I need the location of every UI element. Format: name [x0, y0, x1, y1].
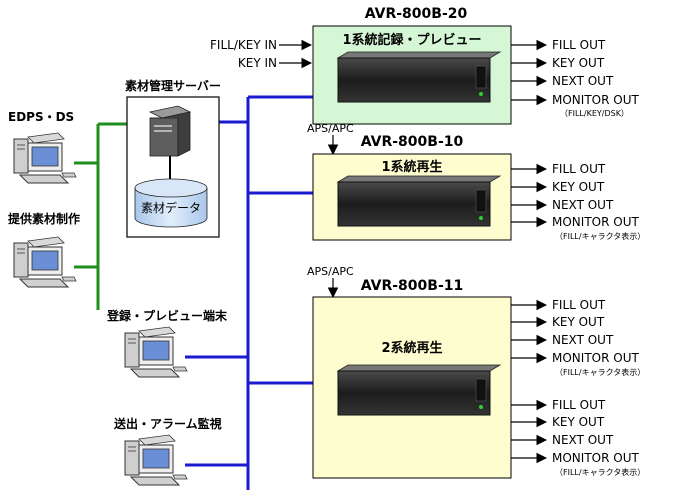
device2-output-4: MONITOR OUT	[552, 215, 639, 229]
device3-output-b1: FILL OUT	[552, 398, 606, 412]
device3-note-b: （FILL/キャラクタ表示）	[555, 467, 645, 477]
server-tower-icon	[148, 105, 192, 157]
terminal-edps-label: EDPS・DS	[8, 110, 74, 124]
server-label: 素材管理サーバー	[125, 78, 221, 93]
device2-role: 1系統再生	[381, 159, 442, 175]
device-avr-800b-10: APS/APC AVR-800B-10 1系統再生 FILL OUT KEY O…	[307, 122, 645, 241]
device2-control-label: APS/APC	[307, 122, 354, 135]
device1-rack-icon	[336, 51, 502, 103]
terminal-monitor: 送出・アラーム監視	[113, 416, 222, 486]
device3-output-arrows-b	[511, 399, 548, 464]
server-group: 素材管理サーバー 素材データ	[125, 78, 221, 238]
terminal-register: 登録・プレビュー端末	[106, 308, 228, 378]
device3-output-a3: NEXT OUT	[552, 333, 614, 347]
device1-input-2: KEY IN	[238, 56, 277, 70]
device3-output-arrows-a	[511, 299, 548, 364]
device1-note: （FILL/KEY/DSK）	[560, 109, 629, 118]
device2-output-1: FILL OUT	[552, 162, 606, 176]
storage-cylinder-icon	[134, 178, 208, 228]
device1-output-3: NEXT OUT	[552, 74, 614, 88]
device1-input-1: FILL/KEY IN	[210, 38, 277, 52]
device1-output-arrows	[511, 39, 548, 106]
device2-output-2: KEY OUT	[552, 180, 605, 194]
blue-network	[185, 95, 313, 490]
device-avr-800b-20: AVR-800B-20 1系統記録・プレビュー FILL/KEY IN KEY …	[210, 6, 639, 125]
device1-model: AVR-800B-20	[365, 6, 468, 22]
device3-output-a1: FILL OUT	[552, 298, 606, 312]
device1-output-4: MONITOR OUT	[552, 93, 639, 107]
green-network	[74, 122, 127, 310]
pc-icon	[13, 236, 77, 288]
device-avr-800b-11: APS/APC AVR-800B-11 2系統再生 FILL OUT KEY O…	[307, 265, 645, 479]
terminal-monitor-label: 送出・アラーム監視	[113, 416, 222, 431]
terminal-supply-label: 提供素材制作	[8, 211, 80, 226]
device2-rack-icon	[336, 175, 502, 227]
device3-output-b4: MONITOR OUT	[552, 451, 639, 465]
device2-output-3: NEXT OUT	[552, 198, 614, 212]
device1-output-2: KEY OUT	[552, 56, 605, 70]
pc-icon	[13, 132, 77, 184]
terminal-register-label: 登録・プレビュー端末	[106, 308, 228, 323]
device2-model: AVR-800B-10	[361, 134, 464, 150]
device3-output-a4: MONITOR OUT	[552, 351, 639, 365]
pc-icon	[124, 434, 188, 486]
device2-note: （FILL/キャラクタ表示）	[555, 231, 645, 241]
storage-label: 素材データ	[141, 200, 201, 215]
device3-output-b3: NEXT OUT	[552, 433, 614, 447]
terminal-edps: EDPS・DS	[8, 110, 77, 184]
device1-role: 1系統記録・プレビュー	[342, 32, 481, 48]
device3-model: AVR-800B-11	[361, 278, 464, 294]
terminal-supply: 提供素材制作	[8, 211, 80, 288]
device3-control-label: APS/APC	[307, 265, 354, 278]
device3-note-a: （FILL/キャラクタ表示）	[555, 367, 645, 377]
pc-icon	[124, 326, 188, 378]
device3-output-a2: KEY OUT	[552, 315, 605, 329]
device1-output-1: FILL OUT	[552, 38, 606, 52]
device3-output-b2: KEY OUT	[552, 415, 605, 429]
device2-output-arrows	[511, 163, 548, 228]
device3-rack-icon	[336, 364, 502, 416]
device3-role: 2系統再生	[381, 340, 442, 356]
